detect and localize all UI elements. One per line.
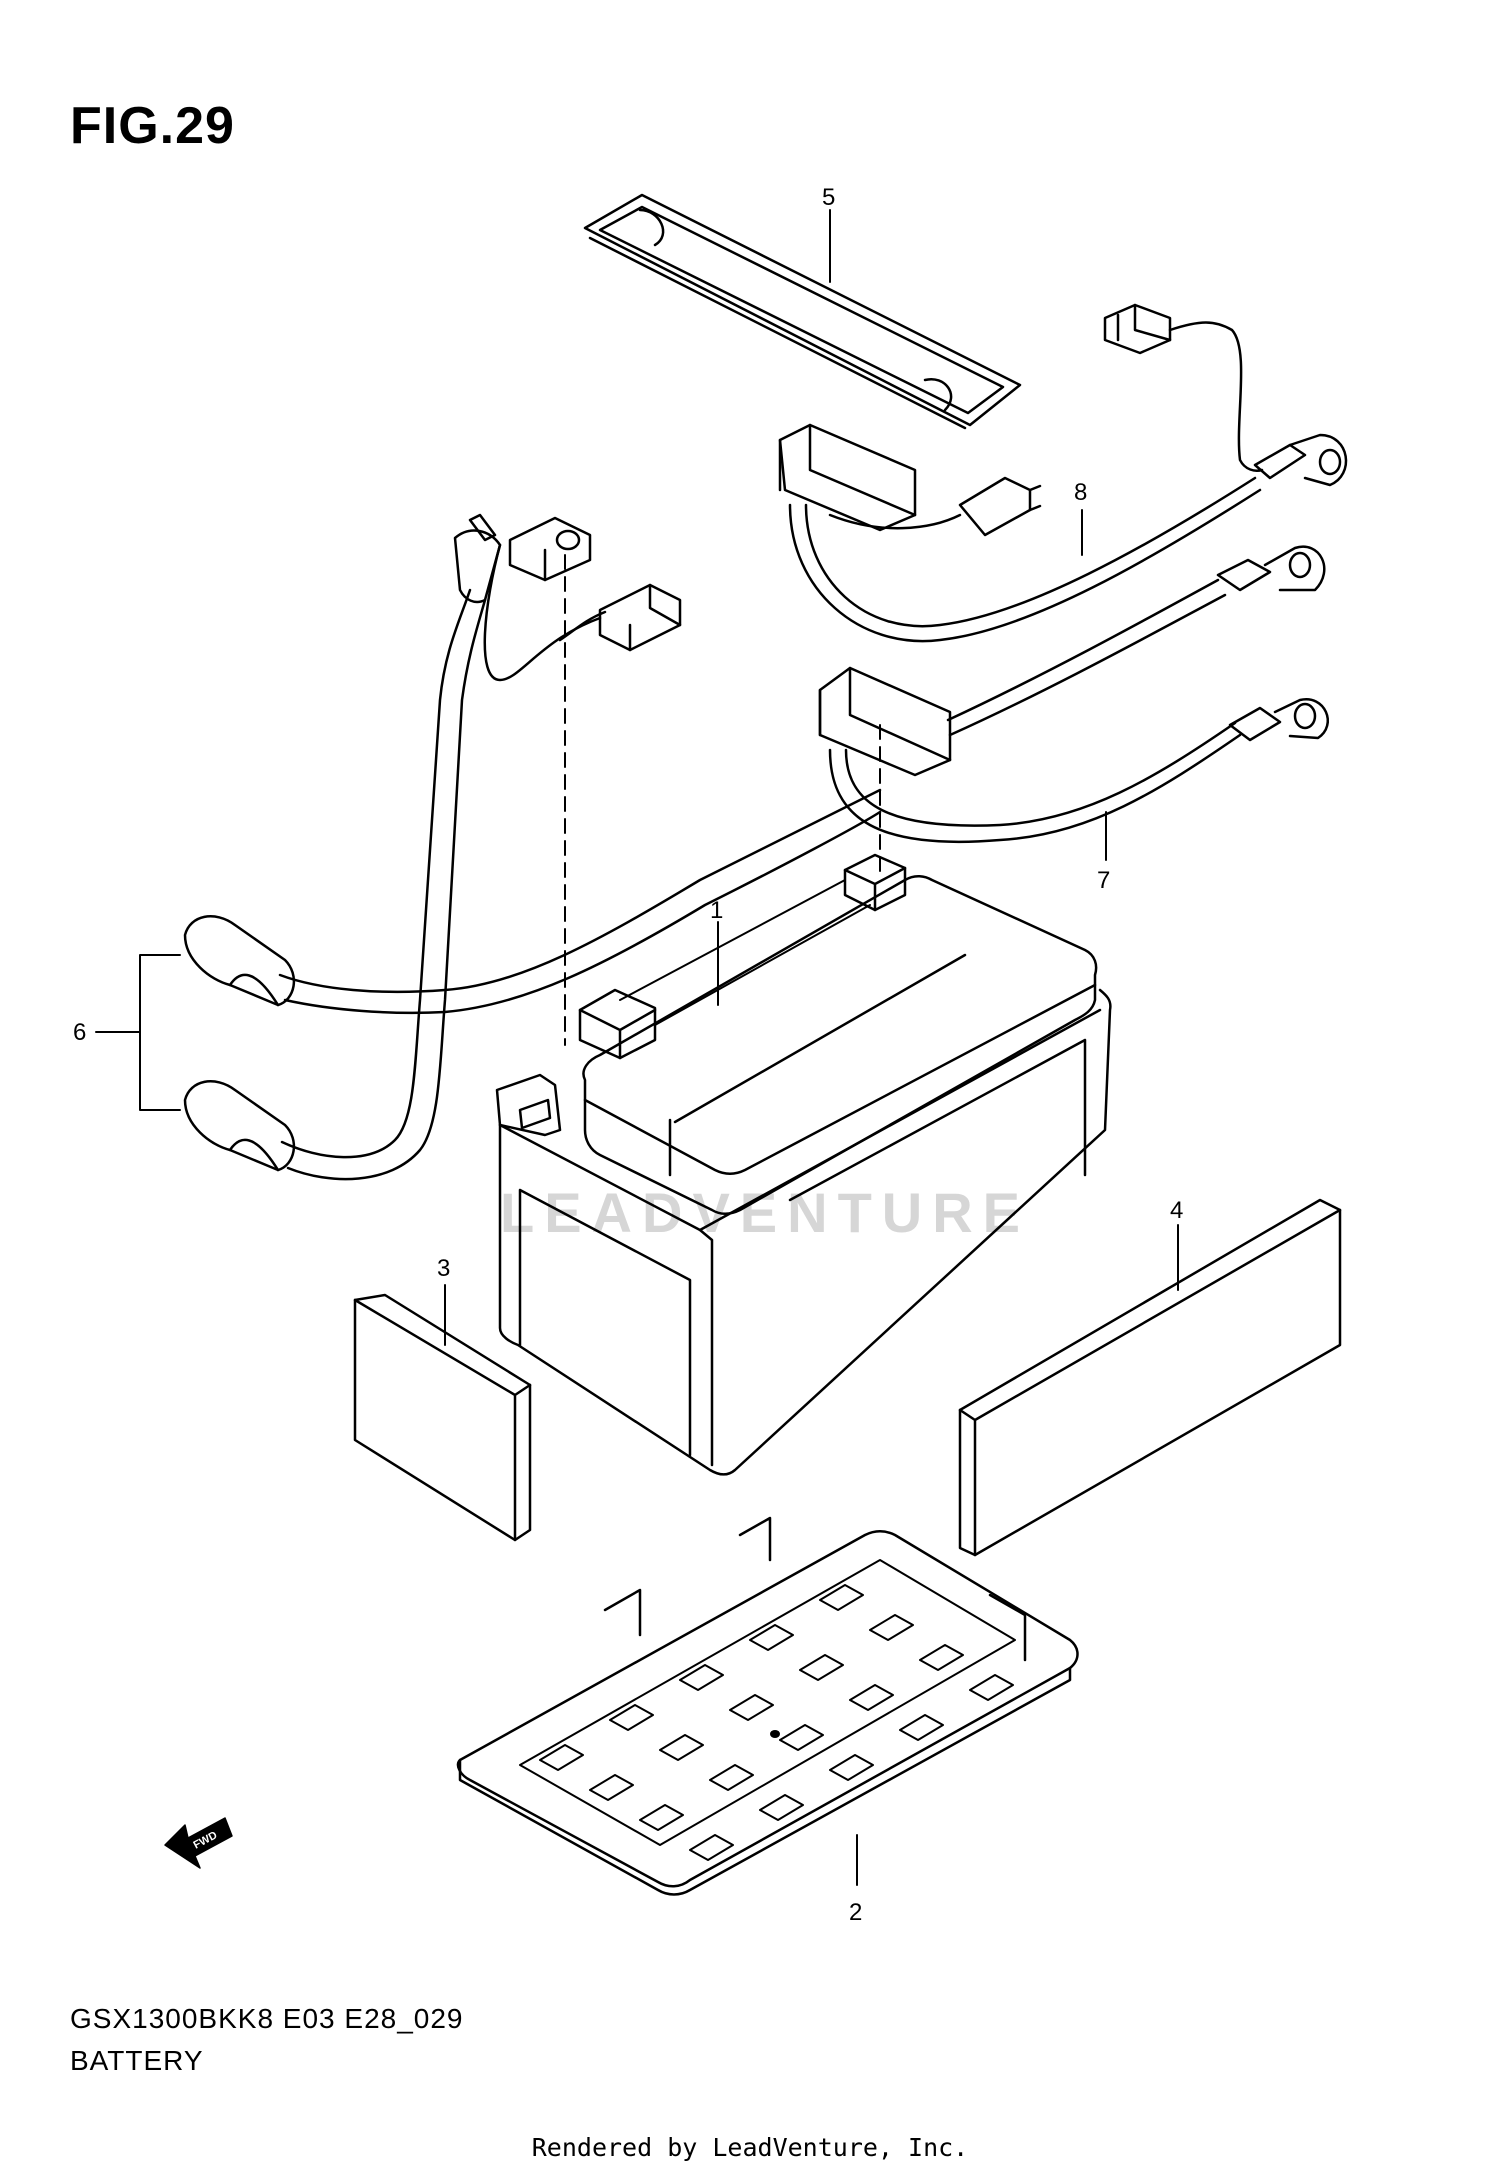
callout-3: 3 [437,1255,450,1282]
callout-5: 5 [822,184,835,211]
figure-code: GSX1300BKK8 E03 E28_029 [70,2003,464,2034]
positive-cable [778,303,1348,643]
fwd-arrow-icon: FWD [164,1817,233,1869]
callout-7: 7 [1097,867,1110,894]
large-pad [958,1198,1342,1557]
callout-2: 2 [849,1899,862,1926]
battery-tray [456,1516,1079,1896]
battery-strap [583,193,1022,430]
callout-6: 6 [73,1019,86,1046]
cable-caps [95,513,882,1181]
figure-caption: BATTERY [70,2045,204,2076]
figure-title: FIG.29 [70,97,235,155]
battery [495,853,1112,1476]
negative-cable [818,545,1329,861]
callout-4: 4 [1170,1197,1183,1224]
small-pad [353,1284,532,1542]
callout-8: 8 [1074,479,1087,506]
callout-labels: 1 2 3 4 5 6 7 8 [73,184,1183,1926]
callout-1: 1 [710,897,723,924]
assembly-lines [564,554,881,1046]
watermark-text: LEADVENTURE [500,1181,1030,1244]
footer-credit: Rendered by LeadVenture, Inc. [531,2133,969,2162]
